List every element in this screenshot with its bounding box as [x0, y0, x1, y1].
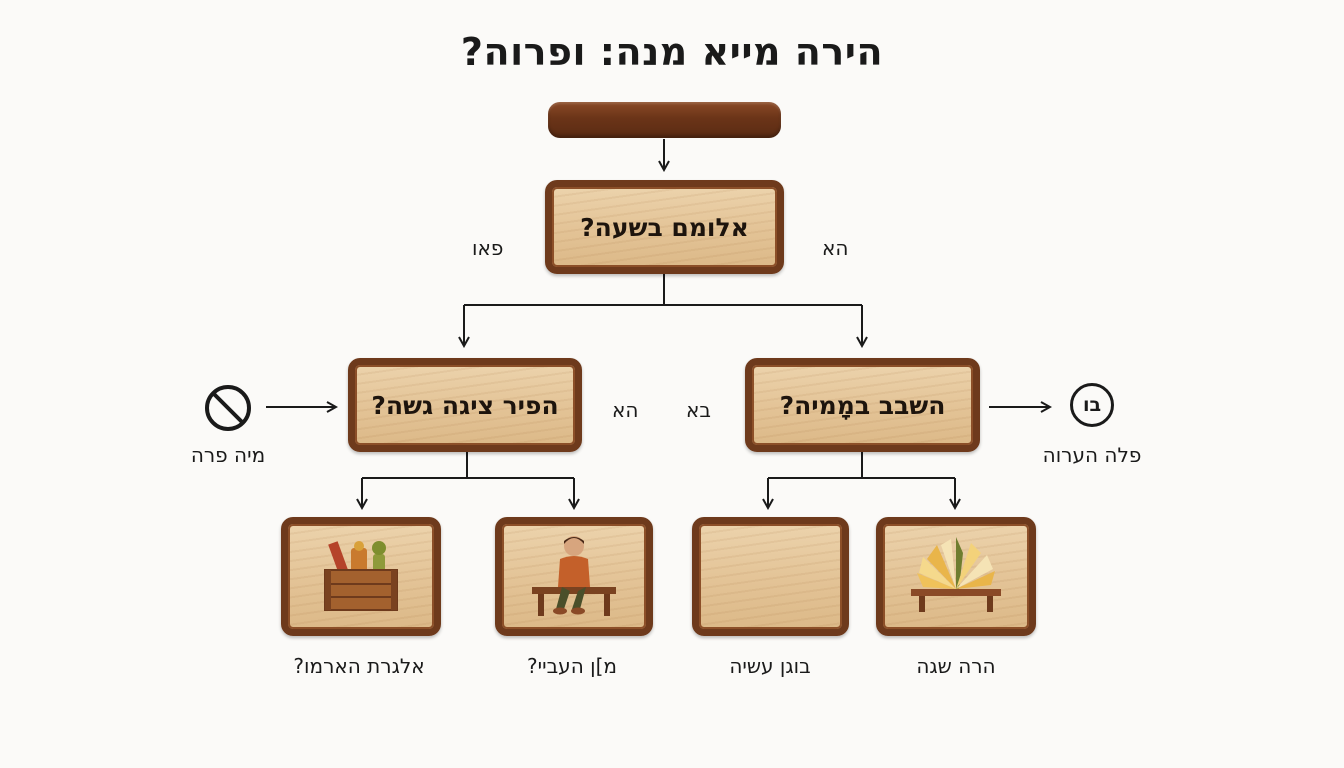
- top-plank: [548, 102, 781, 138]
- left-question-box: הפיר ציגה גשה?: [348, 358, 582, 452]
- prohibited-icon: [205, 385, 251, 431]
- root-question-box: אלומם בשעה?: [545, 180, 784, 274]
- leaf-box-4: [876, 517, 1036, 636]
- root-right-label: הא: [822, 236, 849, 260]
- leaf-box-3: [692, 517, 849, 636]
- toy-crate-icon: [324, 540, 398, 611]
- root-left-label: פאו: [472, 236, 504, 260]
- circle-badge-icon: בו: [1070, 383, 1114, 427]
- right-question-text: השבב במָמיה?: [779, 390, 946, 420]
- left-outcome-label: מיה פרה: [190, 443, 266, 467]
- leaf-caption-1: אלגרת הארמו?: [293, 654, 425, 678]
- right-question-box: השבב במָמיה?: [745, 358, 980, 452]
- leaf-caption-3: בוגן עשיה: [729, 654, 811, 678]
- right-outcome-label: פלה הערוה: [1042, 443, 1142, 467]
- badge-text: בו: [1082, 394, 1102, 416]
- leaf-box-2: [495, 517, 653, 636]
- left-right-label: הא: [612, 398, 639, 422]
- left-question-text: הפיר ציגה גשה?: [371, 390, 559, 420]
- leaf-caption-2: מ]ן העביי?: [527, 654, 617, 678]
- open-book-icon: [911, 536, 1001, 612]
- child-on-bench-icon: [532, 535, 616, 616]
- leaf-caption-4: הרה שגה: [916, 654, 996, 678]
- root-question-text: אלומם בשעה?: [580, 212, 749, 242]
- diagram-title: הירה מייא מנה: ופרוה?: [460, 30, 884, 74]
- leaf-box-1: [281, 517, 441, 636]
- right-left-label: בא: [686, 398, 711, 422]
